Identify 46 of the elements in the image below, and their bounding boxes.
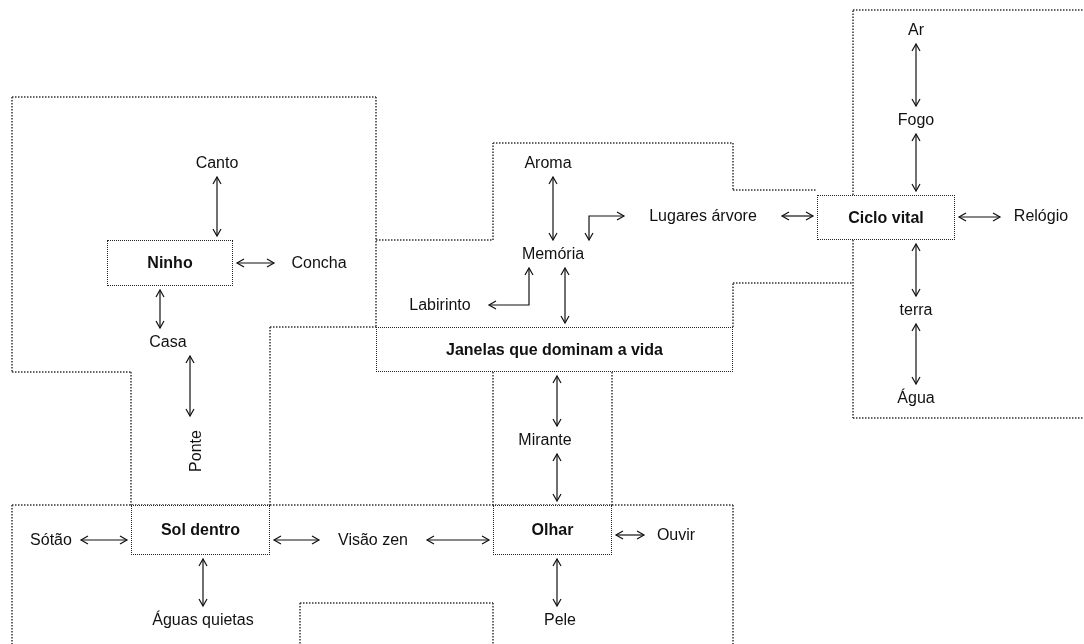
double-arrow xyxy=(426,535,490,545)
double-arrow xyxy=(80,535,128,545)
concept-box: Olhar xyxy=(493,505,612,555)
word-label: Canto xyxy=(187,153,247,173)
word-label: Concha xyxy=(278,253,360,273)
word-label: Ar xyxy=(886,20,946,40)
word-label: Relógio xyxy=(1004,206,1078,226)
double-arrow xyxy=(548,176,558,241)
word-label: Águas quietas xyxy=(130,610,276,630)
word-label: Casa xyxy=(140,332,196,352)
double-arrow xyxy=(185,355,195,417)
concept-box: Ninho xyxy=(107,240,233,286)
double-arrow xyxy=(212,176,222,237)
double-arrow xyxy=(155,289,165,329)
word-label: Memória xyxy=(507,244,599,264)
double-arrow xyxy=(615,530,645,540)
double-arrow xyxy=(488,267,534,310)
word-label: Sótão xyxy=(25,530,77,550)
word-label: Labirinto xyxy=(395,295,485,315)
word-label: Ouvir xyxy=(648,525,704,545)
word-label: Pele xyxy=(530,610,590,630)
word-label: Água xyxy=(886,388,946,408)
word-label: Visão zen xyxy=(323,530,423,550)
double-arrow xyxy=(560,267,570,324)
double-arrow xyxy=(198,558,208,607)
double-arrow xyxy=(552,453,562,502)
concept-box: Ciclo vital xyxy=(817,195,955,240)
double-arrow xyxy=(552,558,562,607)
word-label: Mirante xyxy=(505,430,585,450)
double-arrow xyxy=(911,133,921,192)
double-arrow xyxy=(236,258,275,268)
double-arrow xyxy=(911,243,921,297)
concept-box: Sol dentro xyxy=(131,505,270,555)
double-arrow xyxy=(781,211,814,221)
double-arrow xyxy=(273,535,320,545)
word-label: Fogo xyxy=(886,110,946,130)
double-arrow xyxy=(911,43,921,107)
word-label: terra xyxy=(886,300,946,320)
word-label: Lugares árvore xyxy=(628,206,778,226)
word-label: Aroma xyxy=(513,153,583,173)
concept-box: Janelas que dominam a vida xyxy=(376,327,733,372)
double-arrow xyxy=(552,375,562,427)
double-arrow xyxy=(911,323,921,385)
double-arrow xyxy=(584,211,625,241)
rotated-word-label: Ponte xyxy=(187,430,205,472)
double-arrow xyxy=(958,212,1001,222)
